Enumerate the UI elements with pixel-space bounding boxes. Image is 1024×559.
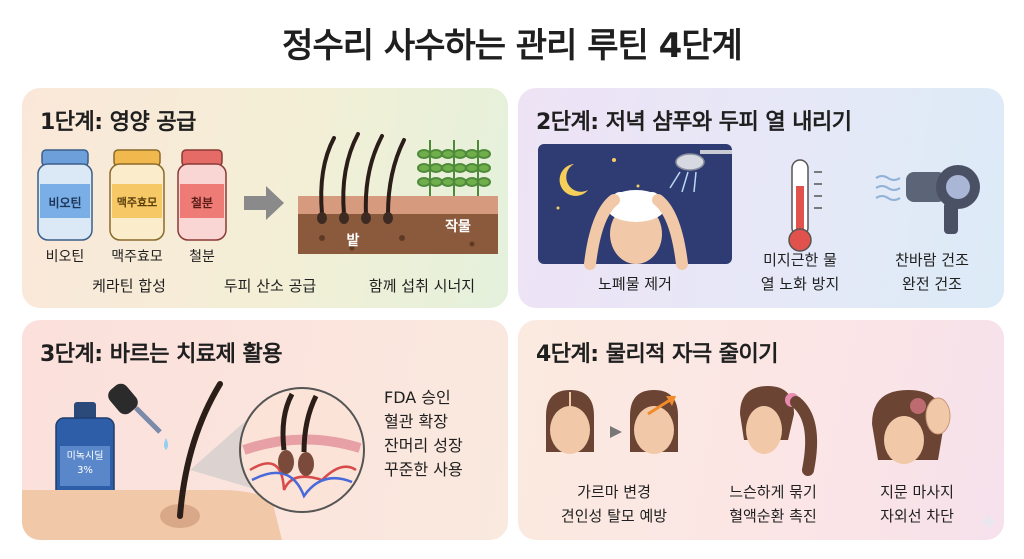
magnified-follicle-icon xyxy=(239,387,365,513)
loose-ponytail-icon xyxy=(740,386,818,476)
step4-item1-line2: 견인성 탈모 예방 xyxy=(560,507,668,525)
step3-illustrations xyxy=(22,381,365,540)
step4-item1-line1: 가르마 변경 xyxy=(577,483,651,501)
hair-dryer-icon xyxy=(875,165,980,234)
step4-item2-line2: 혈액순환 촉진 xyxy=(729,507,817,525)
sparkle-icon: ✦ xyxy=(978,508,1000,538)
soil-label-field: 밭 xyxy=(346,233,360,249)
scalp-hair-icon xyxy=(22,381,282,540)
supplement-bottles-icon xyxy=(37,132,498,254)
step3-benefit-fda: FDA 승인 xyxy=(384,388,451,407)
arrow-right-icon xyxy=(244,186,284,220)
step2-item2-line1: 미지근한 물 xyxy=(763,251,837,269)
step2-item1-line1: 노폐물 제거 xyxy=(598,275,672,293)
step2-item3-line2: 완전 건조 xyxy=(902,275,962,293)
step2-item2-line2: 열 노화 방지 xyxy=(760,275,840,293)
caption-yeast: 맥주효모 xyxy=(111,249,163,265)
benefit-oxygen: 두피 산소 공급 xyxy=(223,277,317,295)
biotin-bottle-icon xyxy=(37,149,93,241)
step3-card: 3단계: 바르는 치료제 활용 미녹시 xyxy=(22,320,508,540)
page-title: 정수리 사수하는 관리 루틴 4단계 xyxy=(282,26,743,66)
yeast-bottle-icon xyxy=(109,149,165,241)
bottle-label-biotin: 비오틴 xyxy=(48,196,82,210)
iron-bottle-icon xyxy=(177,149,227,241)
night-shampoo-icon xyxy=(538,144,732,270)
step3-benefit-vasodilation: 혈관 확장 xyxy=(384,412,448,431)
step2-illustrations xyxy=(538,144,980,270)
caption-biotin: 비오틴 xyxy=(45,249,85,265)
step3-title: 3단계: 바르는 치료제 활용 xyxy=(40,342,282,367)
plant-icon xyxy=(417,140,491,196)
dropper-icon xyxy=(108,383,168,450)
minoxidil-label-name: 미녹시딜 xyxy=(66,451,104,462)
step4-card: 4단계: 물리적 자극 줄이기 가르마 변경 견인성 탈모 예방 느슨하게 묶기 xyxy=(518,320,1004,540)
step1-card: 1단계: 영양 공급 xyxy=(22,88,508,308)
thermometer-icon xyxy=(788,159,822,252)
step4-item3-line1: 지문 마사지 xyxy=(880,483,954,501)
step1-title: 1단계: 영양 공급 xyxy=(40,110,196,135)
benefit-keratin: 케라틴 합성 xyxy=(92,277,166,295)
scalp-massage-icon xyxy=(872,390,951,464)
bottle-label-yeast: 맥주효모 xyxy=(116,196,158,209)
hair-part-change-icon xyxy=(546,390,678,454)
step3-benefit-consistency: 꾸준한 사용 xyxy=(384,460,463,479)
soil-hair-icon xyxy=(298,132,498,254)
minoxidil-label-percent: 3% xyxy=(77,465,93,476)
step2-card: 2단계: 저녁 샴푸와 두피 열 내리기 xyxy=(518,88,1004,308)
minoxidil-bottle-icon xyxy=(55,402,115,511)
minoxidil-label: 미녹시딜 3% xyxy=(58,450,112,478)
step2-item3-line1: 찬바람 건조 xyxy=(895,251,969,269)
step4-item2-line1: 느슨하게 묶기 xyxy=(729,483,817,501)
soil-label-crop: 작물 xyxy=(445,219,471,235)
step2-title: 2단계: 저녁 샴푸와 두피 열 내리기 xyxy=(536,110,852,135)
caption-iron: 철분 xyxy=(189,249,215,265)
benefit-synergy: 함께 섭취 시너지 xyxy=(368,277,476,295)
step4-item3-line2: 자외선 차단 xyxy=(880,507,954,525)
step4-title: 4단계: 물리적 자극 줄이기 xyxy=(536,342,778,367)
step4-illustrations xyxy=(546,386,951,476)
step3-benefit-growth: 잔머리 성장 xyxy=(384,436,463,455)
bottle-label-iron: 철분 xyxy=(190,196,214,210)
